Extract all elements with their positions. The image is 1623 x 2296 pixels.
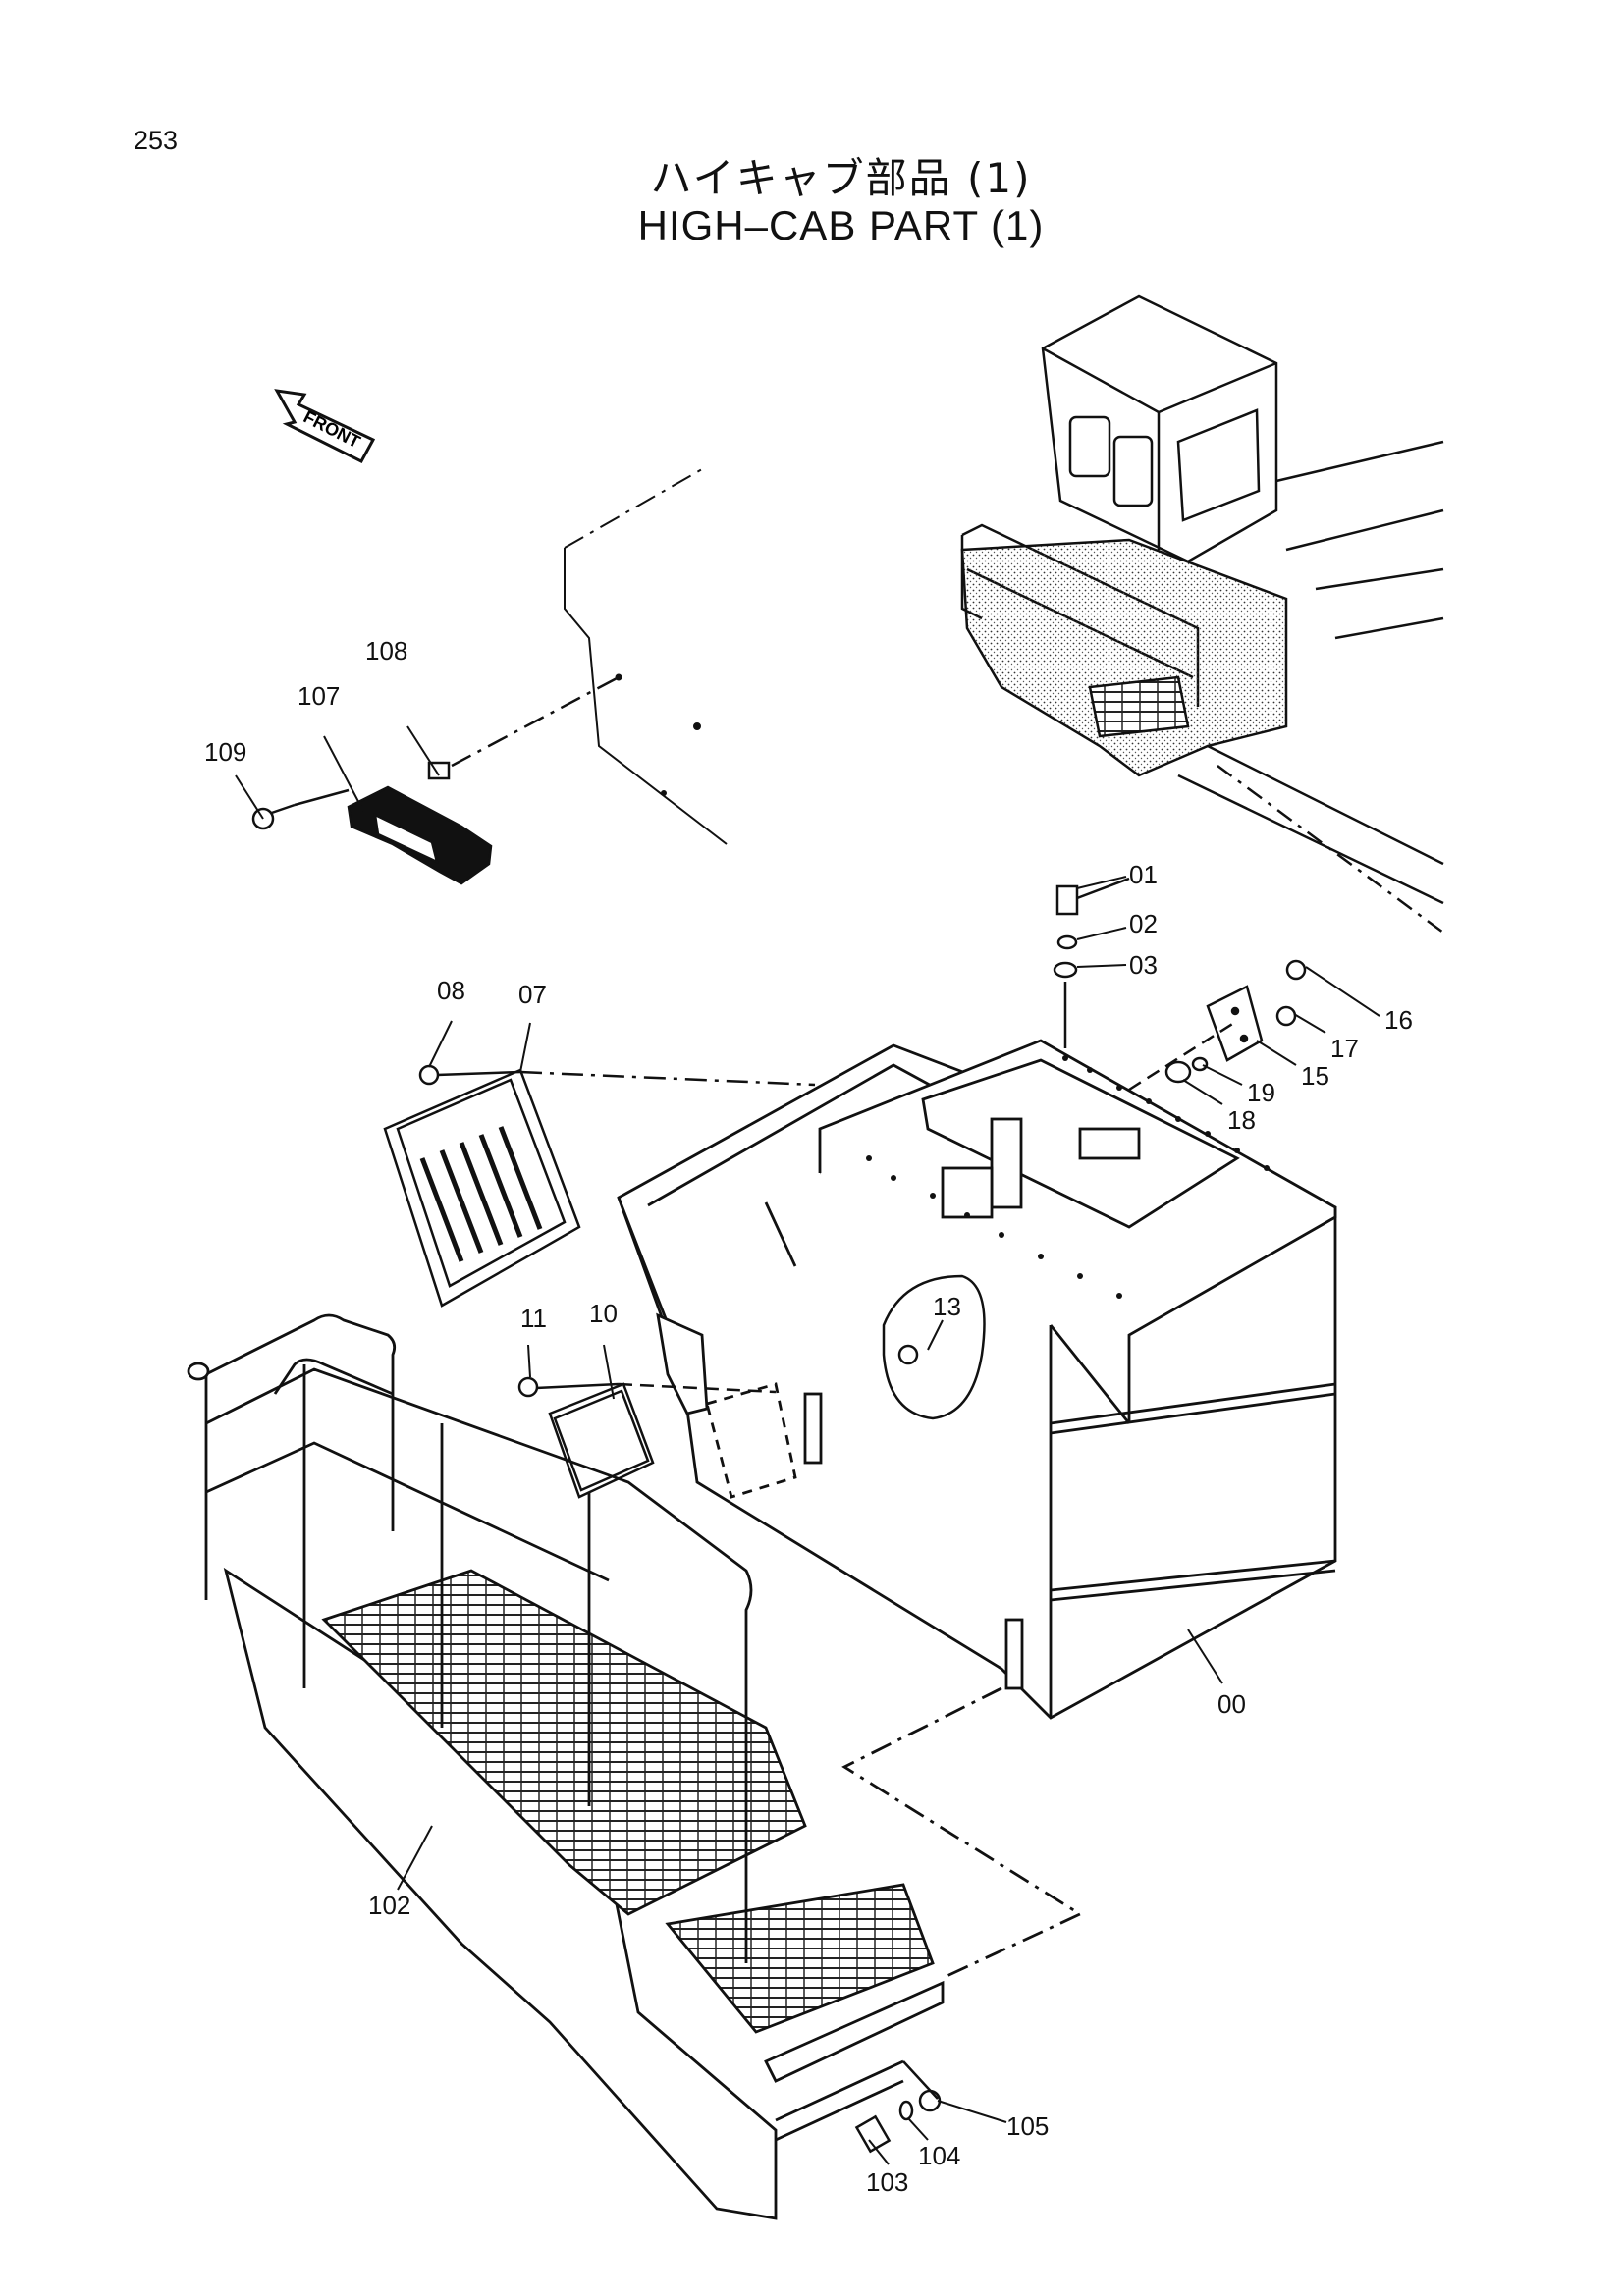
page-title-english: HIGH–CAB PART (1) <box>637 202 1045 248</box>
callout-17: 17 <box>1330 1034 1359 1063</box>
front-arrow-icon: FRONT <box>274 389 376 463</box>
machine-overview <box>960 294 1444 934</box>
step-bracket-assembly <box>251 675 620 885</box>
callout-107: 107 <box>298 681 340 711</box>
callout-11: 11 <box>520 1304 547 1333</box>
callout-08: 08 <box>437 976 465 1005</box>
callout-01: 01 <box>1129 860 1158 889</box>
top-bolts <box>1053 877 1130 1048</box>
callout-labels: 00 01 02 03 07 08 10 11 13 15 16 17 18 1… <box>204 636 1413 2197</box>
callout-108: 108 <box>365 636 407 666</box>
callout-07: 07 <box>518 980 547 1009</box>
side-panel-outline <box>564 468 728 845</box>
cover-plate <box>517 1376 777 1499</box>
callout-103: 103 <box>866 2167 908 2197</box>
callout-109: 109 <box>204 737 246 767</box>
callout-00: 00 <box>1217 1689 1246 1719</box>
round-cover <box>882 1274 986 1420</box>
callout-104: 104 <box>918 2141 960 2170</box>
callout-16: 16 <box>1384 1005 1413 1035</box>
callout-03: 03 <box>1129 950 1158 980</box>
page-number: 253 <box>134 126 179 155</box>
leader-lines <box>235 725 1380 2165</box>
callout-102: 102 <box>368 1891 410 1920</box>
cab-base-box <box>617 1039 1337 1720</box>
callout-18: 18 <box>1227 1105 1256 1135</box>
page-title-japanese: ハイキャブ部品 (1) <box>650 154 1032 202</box>
walkway-stairs <box>187 1313 1083 2220</box>
louvered-cover <box>383 1064 816 1308</box>
step-bolts <box>854 2060 942 2154</box>
callout-19: 19 <box>1247 1078 1275 1107</box>
callout-105: 105 <box>1006 2111 1049 2141</box>
callout-10: 10 <box>589 1299 618 1328</box>
mounting-plate-assembly <box>1128 959 1307 1092</box>
callout-13: 13 <box>933 1292 961 1321</box>
callout-15: 15 <box>1301 1061 1329 1091</box>
callout-02: 02 <box>1129 909 1158 938</box>
